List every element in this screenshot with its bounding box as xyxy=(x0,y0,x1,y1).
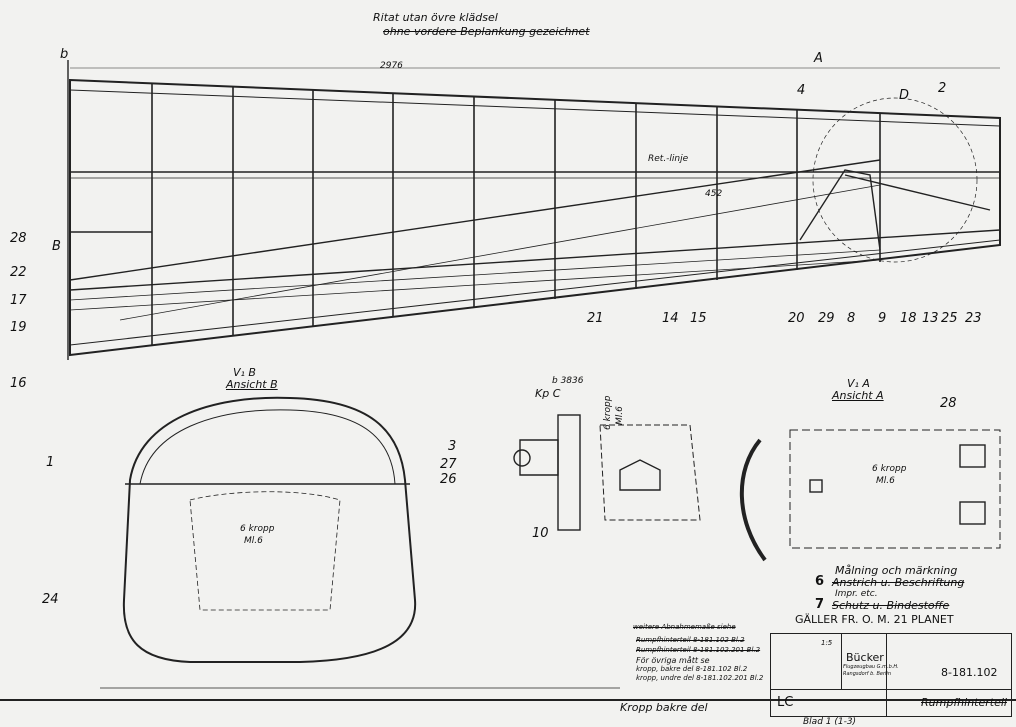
part-23: 23 xyxy=(965,311,982,326)
ref-2: Rumpfhinterteil 8-181.102.201 Bl.2 xyxy=(636,646,761,654)
part-2: 2 xyxy=(938,81,947,96)
view-b-title: V₁ B xyxy=(233,366,256,379)
part-29: 29 xyxy=(818,311,835,326)
drawing-number: 8-181.102 xyxy=(941,666,998,679)
part-17: 17 xyxy=(10,293,27,308)
dim-right-len: 452 xyxy=(705,189,723,199)
part-B: B xyxy=(52,239,61,254)
bottom-caption: Kropp bakre del xyxy=(620,701,708,714)
view-b-subtitle: Ansicht B xyxy=(226,378,278,391)
part-19: 19 xyxy=(10,320,27,335)
part-A: A xyxy=(814,51,823,66)
item6-text: Anstrich u. Beschriftung xyxy=(832,576,965,589)
view-a-title: V₁ A xyxy=(847,377,870,390)
kp-c-title: Kp C xyxy=(535,387,561,400)
kropp-label-1b: Ml.6 xyxy=(244,536,263,546)
part-24: 24 xyxy=(42,592,59,607)
part-16: 16 xyxy=(10,376,27,391)
part-8: 8 xyxy=(847,311,856,326)
part-9: 9 xyxy=(878,311,887,326)
scale: 1:5 xyxy=(821,639,833,647)
part-10: 10 xyxy=(532,526,549,541)
valid-from: GÄLLER FR. O. M. 21 PLANET xyxy=(795,613,954,626)
part-name: Rumpfhinterteil xyxy=(921,696,1007,709)
ref-1: Rumpfhinterteil 8-181.102 Bl.2 xyxy=(636,636,745,644)
section-view-b xyxy=(122,396,417,663)
impr-note: Impr. etc. xyxy=(835,589,878,599)
marking-title: Målning och märkning xyxy=(835,564,958,577)
part-28-lower: 28 xyxy=(940,396,957,411)
part-3: 3 xyxy=(448,439,457,454)
header-note-2: ohne vordere Beplankung gezeichnet xyxy=(383,25,590,38)
other-2: kropp, bakre del 8-181.102 Bl.2 xyxy=(636,665,748,673)
part-22: 22 xyxy=(10,265,27,280)
fuselage-tail-frame xyxy=(69,78,1001,357)
view-a-subtitle: Ansicht A xyxy=(832,389,884,402)
part-25: 25 xyxy=(941,311,958,326)
part-21: 21 xyxy=(587,311,604,326)
other-3: kropp, undre del 8-181.102.201 Bl.2 xyxy=(636,674,764,682)
part-27: 27 xyxy=(440,457,457,472)
part-20: 20 xyxy=(788,311,805,326)
title-block: 1:5 Bücker Flugzeugbau G.m.b.H. Rangsdor… xyxy=(770,633,1012,727)
part-b: b xyxy=(60,47,69,62)
dim-top-length: 2976 xyxy=(380,61,403,71)
kropp-label-2b: Ml.6 xyxy=(615,406,625,425)
part-15: 15 xyxy=(690,311,707,326)
class-code: LC xyxy=(777,695,794,710)
kropp-label-1: 6 kropp xyxy=(240,524,275,534)
ret-linje-label: Ret.-linje xyxy=(648,154,689,164)
header-note-1: Ritat utan övre klädsel xyxy=(373,11,498,24)
company-sub2: Rangsdorf b. Berlin xyxy=(843,671,891,677)
item6-num: 6 xyxy=(815,574,825,589)
kropp-label-3b: Ml.6 xyxy=(876,476,895,486)
other-1: För övriga mått se xyxy=(636,656,710,665)
part-1: 1 xyxy=(46,455,55,470)
kropp-label-3: 6 kropp xyxy=(872,464,907,474)
b-ref: b 3836 xyxy=(552,376,584,386)
item7-text: Schutz u. Bindestoffe xyxy=(832,599,950,612)
part-4: 4 xyxy=(797,83,806,98)
part-14: 14 xyxy=(662,311,679,326)
company-name: Bücker xyxy=(846,651,884,664)
part-28: 28 xyxy=(10,231,27,246)
part-18: 18 xyxy=(900,311,917,326)
part-13: 13 xyxy=(922,311,939,326)
company-sub1: Flugzeugbau G.m.b.H. xyxy=(843,664,899,670)
further-note: weitere Abnahmemaße siehe xyxy=(633,623,736,631)
kropp-label-2: 6 kropp xyxy=(603,395,613,430)
part-D: D xyxy=(899,88,910,103)
sheet-number: Blad 1 (1-3) xyxy=(803,717,857,727)
item7-num: 7 xyxy=(815,597,825,612)
part-26: 26 xyxy=(440,472,457,487)
